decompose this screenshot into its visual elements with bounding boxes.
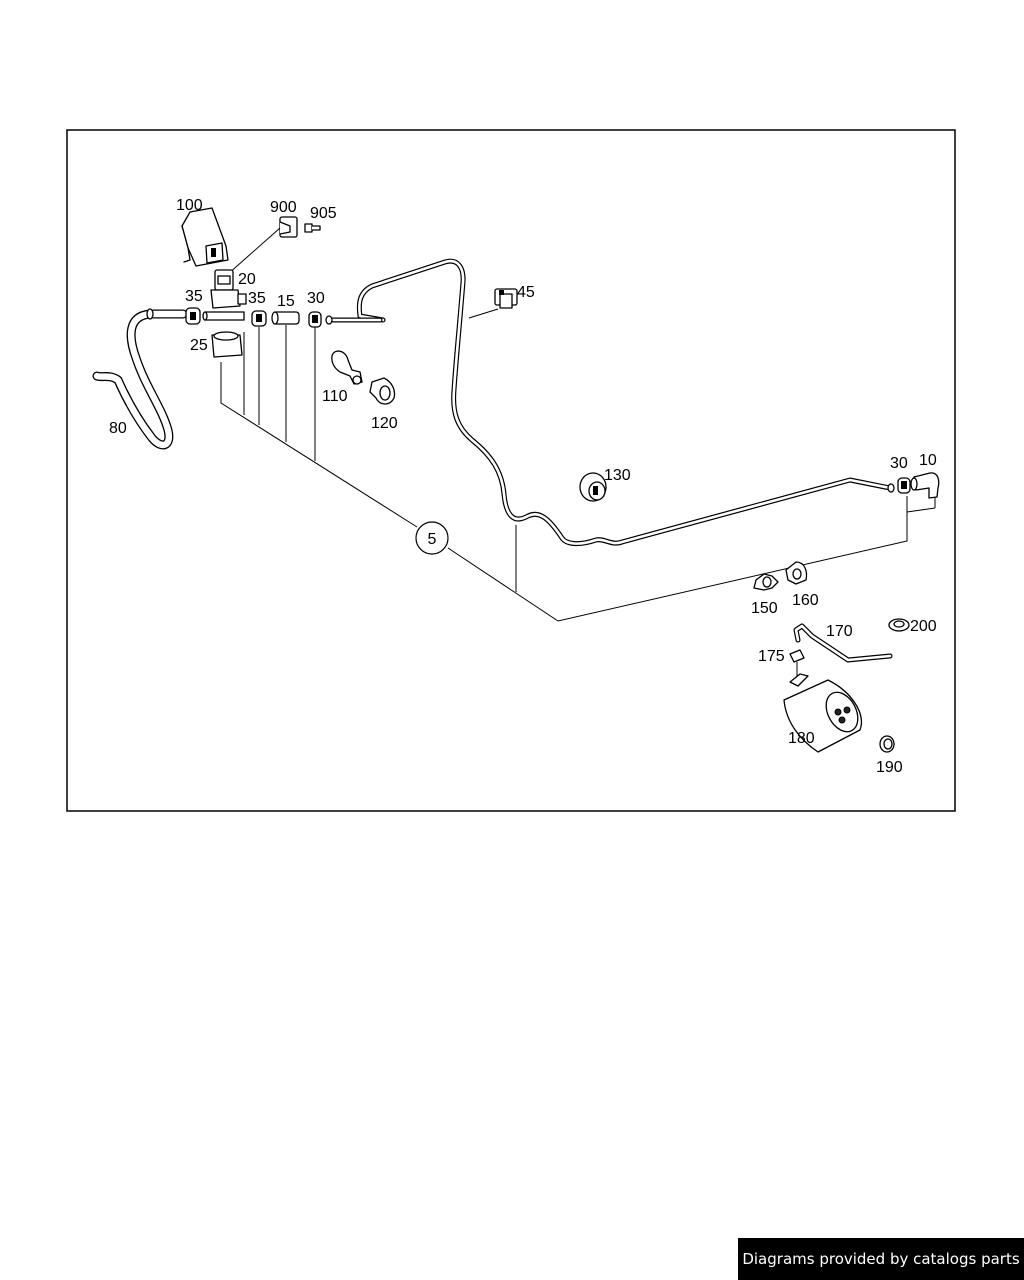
diagram-frame bbox=[66, 129, 956, 812]
callout-175: 175 bbox=[758, 648, 785, 665]
clamp-part-30-right bbox=[897, 477, 911, 494]
clip-part-110 bbox=[331, 350, 363, 385]
cap-part-200 bbox=[888, 618, 910, 632]
canister-part-180 bbox=[783, 673, 862, 753]
ring-part-190 bbox=[879, 735, 895, 753]
diagram-credit-banner: Diagrams provided by catalogs parts bbox=[738, 1238, 1024, 1280]
callout-190: 190 bbox=[876, 759, 903, 776]
callout-130: 130 bbox=[604, 467, 631, 484]
clip-part-120 bbox=[369, 377, 396, 405]
connector-part-45 bbox=[468, 288, 518, 319]
callout-900: 900 bbox=[270, 199, 297, 216]
callout-circle-5 bbox=[415, 521, 449, 555]
callout-35-left: 35 bbox=[185, 288, 203, 305]
callout-labels: 5 10 15 20 25 30 30 35 35 45 80 100 110 … bbox=[109, 197, 937, 776]
callout-80: 80 bbox=[109, 420, 127, 437]
callout-160: 160 bbox=[792, 592, 819, 609]
fuel-line bbox=[325, 258, 895, 547]
part-25-clip bbox=[211, 331, 243, 358]
sleeve-part-15 bbox=[271, 311, 300, 325]
pin-part-905 bbox=[304, 223, 321, 233]
grommet-part-130 bbox=[579, 472, 607, 502]
vent-line-part-170 bbox=[793, 623, 893, 663]
assembly-leader-lines bbox=[220, 325, 936, 622]
callout-170: 170 bbox=[826, 623, 853, 640]
callout-30-right: 30 bbox=[890, 455, 908, 472]
callout-905: 905 bbox=[310, 205, 337, 222]
callout-30-left: 30 bbox=[307, 290, 325, 307]
callout-10: 10 bbox=[919, 452, 937, 469]
callout-100: 100 bbox=[176, 197, 203, 214]
connector-part-900 bbox=[227, 216, 298, 275]
callout-45: 45 bbox=[517, 284, 535, 301]
elbow-part-10 bbox=[910, 472, 940, 499]
hose-part-80 bbox=[92, 308, 188, 450]
callout-180: 180 bbox=[788, 730, 815, 747]
callout-15: 15 bbox=[277, 293, 295, 310]
fitting-part-175 bbox=[789, 649, 805, 676]
clamp-part-30-left bbox=[308, 311, 322, 328]
callout-25: 25 bbox=[190, 337, 208, 354]
callout-200: 200 bbox=[910, 618, 937, 635]
clamp-part-35-left bbox=[185, 307, 201, 325]
callout-150: 150 bbox=[751, 600, 778, 617]
clip-part-150 bbox=[753, 573, 779, 591]
clamp-part-35-right bbox=[251, 310, 267, 327]
callout-35-right: 35 bbox=[248, 290, 266, 307]
callout-20: 20 bbox=[238, 271, 256, 288]
callout-120: 120 bbox=[371, 415, 398, 432]
valve-part-20 bbox=[202, 269, 247, 321]
bracket-part-100 bbox=[181, 207, 229, 267]
callout-5: 5 bbox=[428, 531, 437, 548]
callout-110: 110 bbox=[322, 388, 348, 405]
clip-part-160 bbox=[785, 561, 808, 585]
